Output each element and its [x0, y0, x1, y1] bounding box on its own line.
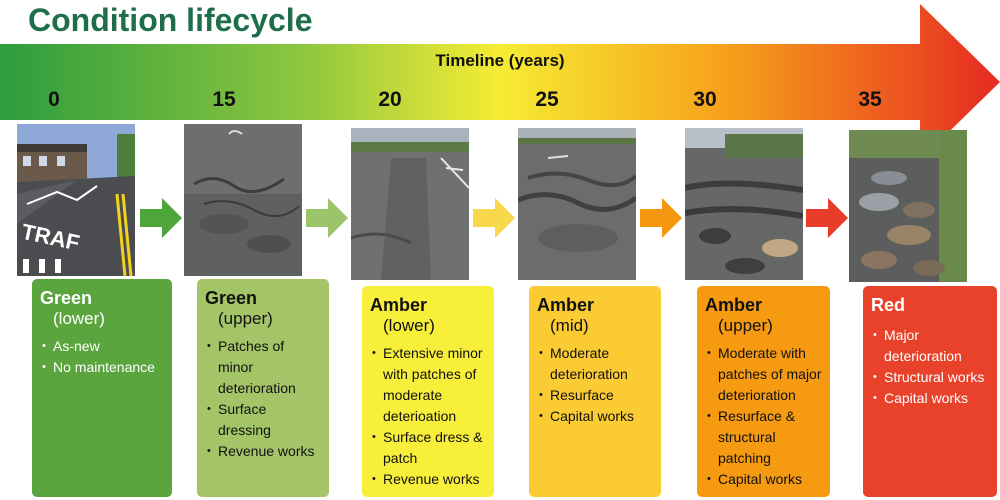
year-label: 15 [212, 88, 236, 111]
progression-arrow [306, 198, 348, 238]
bullet-item: Revenue works [370, 469, 488, 490]
card-title: Amber [370, 295, 428, 315]
card-bullets: As-new No maintenance [40, 336, 166, 378]
card-subtitle: (mid) [550, 316, 589, 335]
bullet-item: Moderate deterioration [537, 343, 655, 385]
road-photo-moderate-upper [685, 128, 803, 280]
road-photo-moderate-mid [518, 128, 636, 280]
stage-card-red: Red Major deterioration Structural works… [863, 286, 997, 497]
card-bullets: Moderate with patches of major deteriora… [705, 343, 824, 490]
road-photo-minor [184, 124, 302, 276]
progression-arrow [473, 198, 515, 238]
card-title: Amber [537, 295, 595, 315]
year-label: 25 [535, 88, 559, 111]
card-title: Green [40, 288, 93, 308]
progression-arrow [140, 198, 182, 238]
stage-card-amber-upper: Amber (upper) Moderate with patches of m… [697, 286, 830, 497]
bullet-item: Revenue works [205, 441, 323, 462]
timeline-label: Timeline (years) [435, 51, 565, 70]
card-title: Amber [705, 295, 763, 315]
stage-card-green-lower: Green (lower) As-new No maintenance [32, 279, 172, 497]
stage-card-amber-mid: Amber (mid) Moderate deterioration Resur… [529, 286, 661, 497]
card-title: Green [205, 288, 258, 308]
card-subtitle: (lower) [53, 309, 105, 328]
card-bullets: Major deterioration Structural works Cap… [871, 325, 991, 409]
card-bullets: Extensive minor with patches of moderate… [370, 343, 488, 490]
bullet-item: Surface dress & patch [370, 427, 488, 469]
timeline-banner-arrow [0, 4, 1000, 160]
page-title: Condition lifecycle [28, 2, 313, 38]
road-photo-moderate-lower [351, 128, 469, 280]
year-label: 35 [858, 88, 882, 111]
year-label: 0 [48, 88, 60, 111]
progression-arrow [640, 198, 682, 238]
road-photo-major [849, 130, 967, 282]
bullet-item: Structural works [871, 367, 991, 388]
bullet-item: As-new [40, 336, 166, 357]
card-bullets: Moderate deterioration Resurface Capital… [537, 343, 655, 427]
bullet-item: Capital works [871, 388, 991, 409]
bullet-item: Extensive minor with patches of moderate… [370, 343, 488, 427]
card-subtitle: (upper) [218, 309, 273, 328]
card-title: Red [871, 295, 906, 315]
card-subtitle: (upper) [718, 316, 773, 335]
card-subtitle: (lower) [383, 316, 435, 335]
stage-card-green-upper: Green (upper) Patches of minor deteriora… [197, 279, 329, 497]
bullet-item: Resurface [537, 385, 655, 406]
stage-card-amber-lower: Amber (lower) Extensive minor with patch… [362, 286, 494, 497]
year-label: 20 [378, 88, 402, 111]
bullet-item: Capital works [705, 469, 824, 490]
bullet-item: No maintenance [40, 357, 166, 378]
bullet-item: Surface dressing [205, 399, 323, 441]
road-photo-new: TRAF [17, 124, 135, 276]
bullet-item: Patches of minor deterioration [205, 336, 323, 399]
card-bullets: Patches of minor deterioration Surface d… [205, 336, 323, 462]
progression-arrow [806, 198, 848, 238]
bullet-item: Resurface & structural patching [705, 406, 824, 469]
bullet-item: Capital works [537, 406, 655, 427]
year-label: 30 [693, 88, 717, 111]
bullet-item: Major deterioration [871, 325, 991, 367]
bullet-item: Moderate with patches of major deteriora… [705, 343, 824, 406]
